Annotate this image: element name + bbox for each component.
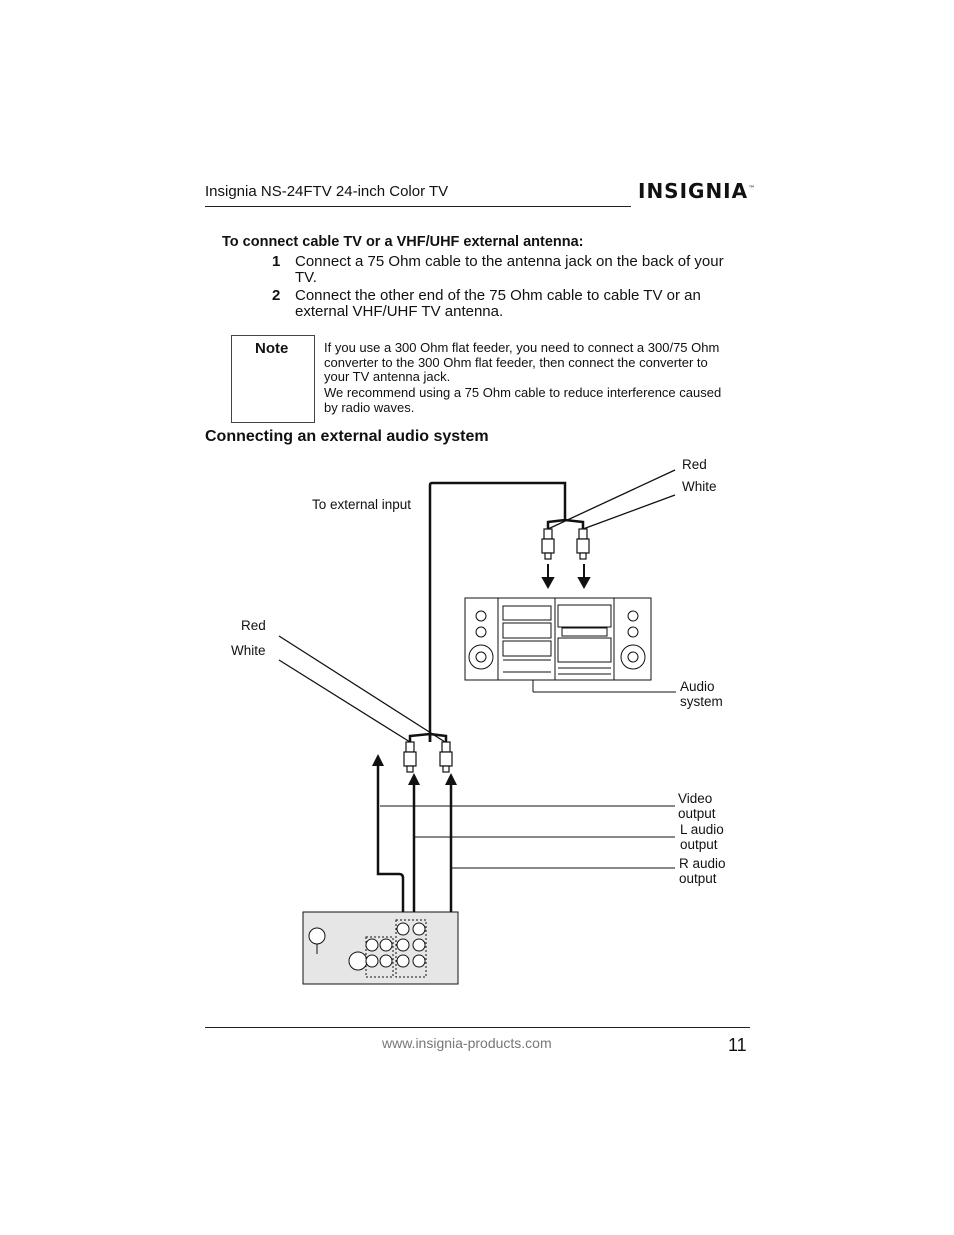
step-number: 1	[272, 253, 281, 270]
label-video-output-line-1: Video	[678, 791, 713, 806]
label-to-external-input: To external input	[312, 497, 412, 512]
label-l-audio-output: L audio output	[680, 822, 724, 852]
note-label: Note	[255, 340, 289, 357]
logo-text: INSIGNIA	[638, 179, 749, 203]
audio-system-illustration	[464, 597, 676, 693]
top-down-arrows	[541, 564, 591, 590]
label-r-audio-output-line-1: R audio	[679, 856, 726, 871]
bottom-rca-plug-left	[403, 741, 417, 773]
audio-section-heading: Connecting an external audio system	[205, 428, 489, 445]
header-rule	[205, 206, 631, 207]
external-input-cable	[428, 481, 585, 742]
top-red-white-wires	[547, 469, 676, 530]
page-number: 11	[728, 1035, 747, 1055]
label-red-top: Red	[682, 457, 707, 472]
step-2: 2 Connect the other end of the 75 Ohm ca…	[272, 288, 747, 322]
insignia-logo: INSIGNIA™	[638, 179, 756, 203]
logo-trademark: ™	[748, 184, 757, 193]
label-r-audio-output-line-2: output	[679, 870, 717, 886]
note-paragraph-1: If you use a 300 Ohm flat feeder, you ne…	[324, 340, 720, 384]
label-white-left: White	[231, 643, 266, 658]
label-l-audio-output-line-1: L audio	[680, 822, 724, 837]
label-video-output: Video output	[678, 791, 716, 821]
top-rca-plug-right	[576, 528, 590, 560]
step-text: Connect the other end of the 75 Ohm cabl…	[295, 287, 701, 320]
output-leader-lines	[380, 805, 675, 869]
bottom-rca-plug-right	[439, 741, 453, 773]
tv-output-arrowheads	[372, 754, 457, 785]
step-1: 1 Connect a 75 Ohm cable to the antenna …	[272, 254, 747, 288]
header-title: Insignia NS-24FTV 24-inch Color TV	[205, 183, 449, 200]
footer-url[interactable]: www.insignia-products.com	[382, 1035, 552, 1051]
label-video-output-line-2: output	[678, 805, 716, 821]
label-audio-system-line-1: Audio	[680, 679, 715, 694]
left-red-white-wires	[278, 635, 446, 743]
top-rca-plug-left	[541, 528, 555, 560]
note-paragraph-2: We recommend using a 75 Ohm cable to red…	[324, 385, 722, 415]
bottom-cable-loop	[408, 732, 448, 742]
tv-back-panel	[302, 911, 459, 985]
label-red-left: Red	[241, 618, 266, 633]
label-l-audio-output-line-2: output	[680, 836, 718, 852]
antenna-heading: To connect cable TV or a VHF/UHF externa…	[222, 234, 584, 250]
note-box	[231, 335, 315, 423]
label-audio-system: Audio system	[680, 679, 723, 709]
label-audio-system-line-2: system	[680, 693, 723, 709]
footer-rule	[205, 1027, 750, 1028]
step-text: Connect a 75 Ohm cable to the antenna ja…	[295, 253, 724, 286]
label-r-audio-output: R audio output	[679, 856, 726, 886]
step-number: 2	[272, 287, 281, 304]
label-white-top: White	[682, 479, 717, 494]
